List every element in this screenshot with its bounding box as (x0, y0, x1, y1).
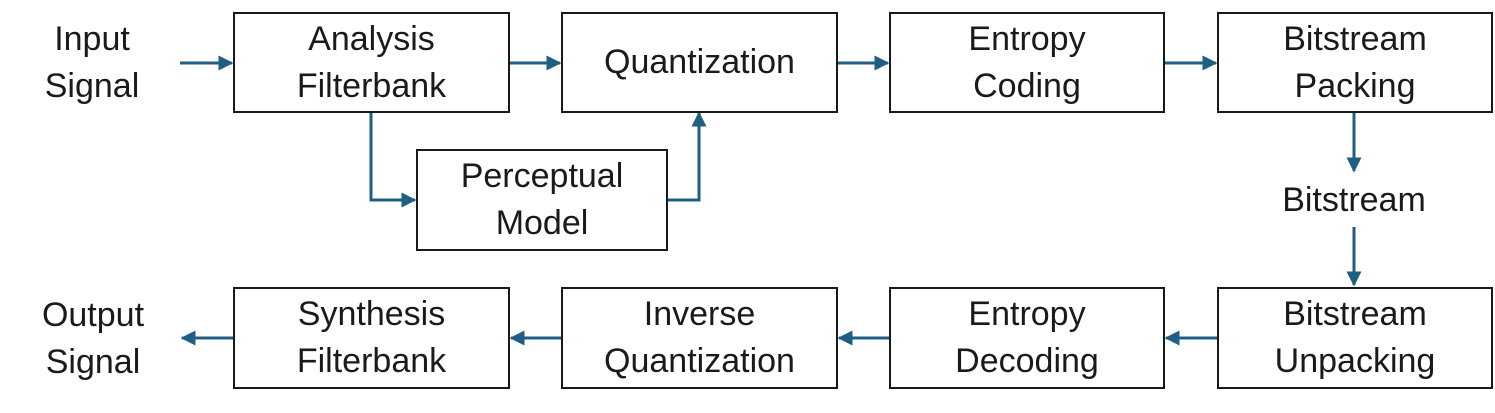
perceptual-model-box: Perceptual Model (416, 149, 668, 251)
bitstream-unpacking-box: Bitstream Unpacking (1217, 287, 1493, 389)
synthesis-filterbank-box: Synthesis Filterbank (233, 287, 510, 389)
input-signal-label: Input Signal (44, 20, 140, 105)
synthesis-filterbank-text: Synthesis Filterbank (296, 295, 447, 380)
bitstream-packing-box: Bitstream Packing (1217, 12, 1493, 113)
inverse-quantization-box: Inverse Quantization (561, 287, 838, 389)
entropy-coding-box: Entropy Coding (889, 12, 1165, 113)
arrow-analysis-to-perceptual (369, 112, 417, 208)
bitstream-label: Bitstream (1282, 181, 1426, 219)
entropy-decoding-text: Entropy Decoding (955, 295, 1099, 380)
output-signal-label: Output Signal (41, 296, 145, 381)
bitstream-packing-text: Bitstream Packing (1283, 19, 1427, 105)
analysis-filterbank-text: Analysis Filterbank (296, 19, 447, 105)
analysis-filterbank-box: Analysis Filterbank (233, 12, 510, 113)
inverse-quantization-text: Inverse Quantization (604, 295, 795, 380)
perceptual-model-text: Perceptual Model (460, 157, 624, 242)
entropy-decoding-box: Entropy Decoding (889, 287, 1165, 389)
entropy-coding-text: Entropy Coding (968, 19, 1086, 105)
quantization-text: Quantization (604, 43, 795, 81)
quantization-box: Quantization (561, 12, 838, 113)
arrow-perceptual-to-quantization (667, 111, 707, 202)
bitstream-unpacking-text: Bitstream Unpacking (1274, 295, 1436, 380)
